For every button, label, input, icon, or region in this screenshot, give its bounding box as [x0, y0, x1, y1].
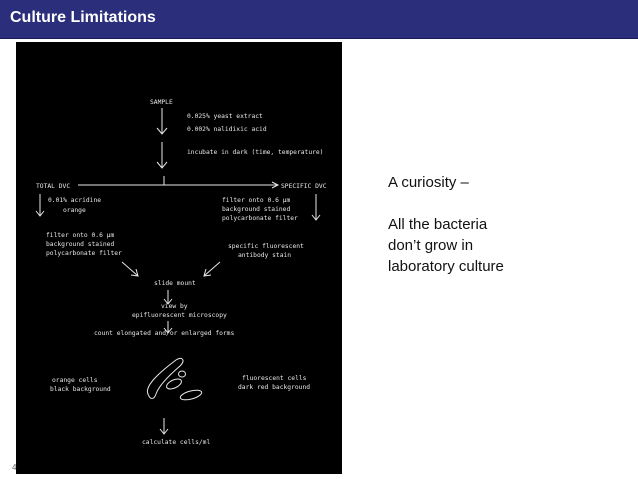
round-cell-1	[166, 378, 182, 390]
fig-left-filter-3: polycarbonate filter	[46, 250, 122, 257]
fig-left-result-1: orange cells	[52, 377, 98, 384]
arrow-4-head	[163, 327, 173, 334]
fig-step3: incubate in dark (time, temperature)	[187, 149, 323, 156]
round-cell-2	[178, 370, 186, 378]
branch-right-head	[271, 181, 280, 189]
fig-right-filter-1: filter onto 0.6 μm	[222, 197, 290, 204]
arrow-3-head	[163, 298, 173, 305]
side-text-line-2: All the bacteria	[388, 216, 488, 233]
fig-view-2: epifluorescent microscopy	[132, 312, 227, 319]
side-text-line-1: A curiosity –	[388, 174, 469, 191]
flowchart-figure: SAMPLE 0.025% yeast extract 0.002% nalid…	[16, 42, 342, 474]
fig-left-filter-2: background stained	[46, 241, 114, 248]
fig-right-filter-2: background stained	[222, 206, 290, 213]
fig-right-result-1: fluorescent cells	[242, 375, 307, 382]
arrow-converge-left-head	[130, 268, 139, 277]
slide-title-bar: Culture Limitations	[0, 0, 638, 39]
fig-view-1: view by	[161, 303, 188, 310]
fig-left-result-2: black background	[50, 386, 111, 393]
arrow-5-head	[159, 428, 169, 435]
side-text-block: A curiosity – All the bacteria don’t gro…	[388, 172, 608, 277]
arrow-right-1-head	[311, 214, 321, 221]
arrow-1-head	[156, 127, 168, 135]
elongated-cell	[146, 357, 184, 399]
slide-title: Culture Limitations	[10, 9, 156, 26]
fig-right-stain-2: antibody stain	[238, 252, 291, 259]
arrow-left-1-head	[35, 210, 45, 217]
fig-final: calculate cells/ml	[142, 439, 210, 446]
fig-right-branch: SPECIFIC DVC	[281, 183, 327, 190]
fig-left-stain-1: 0.01% acridine	[48, 197, 101, 204]
fig-left-branch: TOTAL DVC	[36, 183, 70, 190]
arrow-converge-left	[121, 261, 139, 277]
fig-count: count elongated and/or enlarged forms	[94, 330, 234, 337]
side-text-line-4: laboratory culture	[388, 258, 504, 275]
arrow-converge-right-head	[203, 268, 212, 277]
fig-step2: 0.002% nalidixic acid	[187, 126, 267, 133]
arrow-2-head	[156, 161, 168, 169]
round-cell-3	[179, 389, 203, 401]
footer-marker: 4	[12, 463, 17, 472]
fig-right-filter-3: polycarbonate filter	[222, 215, 298, 222]
arrow-converge-right	[203, 261, 221, 277]
fig-right-stain-1: specific fluorescent	[228, 243, 304, 250]
side-text-line-3: don’t grow in	[388, 237, 474, 254]
fig-step1: 0.025% yeast extract	[187, 113, 263, 120]
fig-left-stain-2: orange	[63, 207, 86, 214]
fig-right-result-2: dark red background	[238, 384, 310, 391]
flowchart-svg: SAMPLE 0.025% yeast extract 0.002% nalid…	[35, 99, 327, 446]
fig-slide-mount: slide mount	[154, 280, 196, 287]
side-text-gap	[388, 193, 608, 214]
fig-sample: SAMPLE	[150, 99, 173, 106]
fig-left-filter-1: filter onto 0.6 μm	[46, 232, 114, 239]
